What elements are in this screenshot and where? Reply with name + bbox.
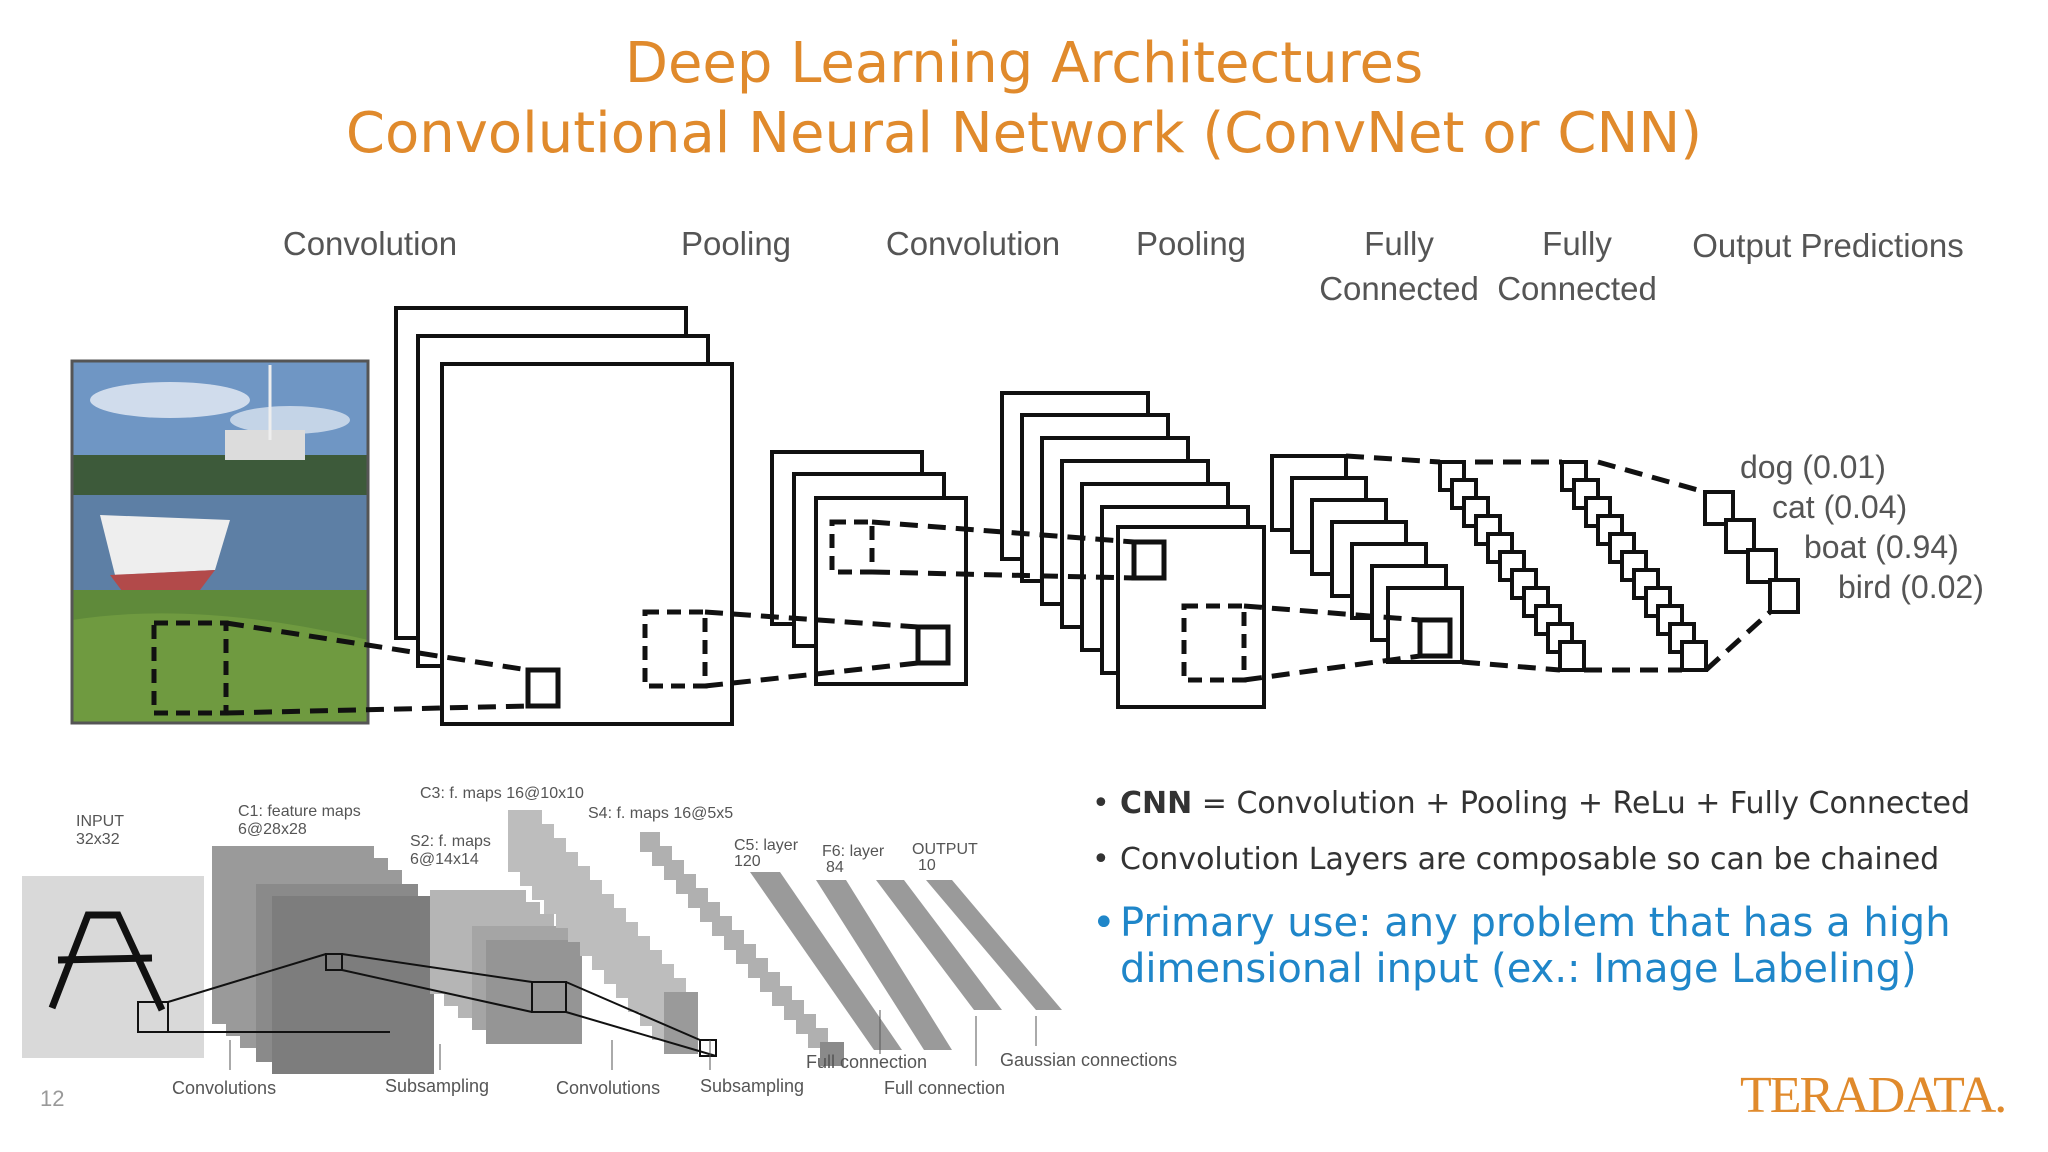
label-s4: S4: f. maps 16@5x5 [588,805,733,822]
stage-label-output-predictions: Output Predictions [1692,227,1963,264]
label-f6-size: 84 [826,859,844,876]
label-subsampling-2: Subsampling [700,1076,804,1096]
input-photo-boat [70,359,370,725]
conv2-map-7 [1116,525,1266,709]
bullet-bold-term: CNN [1120,786,1193,821]
label-output: OUTPUT [912,841,978,858]
stage-label-connected-1b: Connected [1319,270,1479,307]
lenet-diagram: INPUT 32x32 C1: feature maps 6@28x28 S2:… [22,785,1177,1098]
prediction-dog: dog (0.01) [1740,449,1886,485]
stage-label-convolution-1: Convolution [283,225,457,262]
label-full-connection-2: Full connection [884,1078,1005,1098]
label-c1: C1: feature maps [238,803,361,820]
label-subsampling-1: Subsampling [385,1076,489,1096]
stage-label-fully-1a: Fully [1364,225,1434,262]
bullet-dot: • [1092,786,1110,821]
bullet-primary-use: •Primary use: any problem that has a hig… [1092,900,1992,992]
stage-label-pooling-2: Pooling [1136,225,1246,262]
label-output-size: 10 [918,857,936,874]
prediction-boat: boat (0.94) [1804,529,1959,565]
stage-label-fully-2a: Fully [1542,225,1612,262]
label-gaussian-connections: Gaussian connections [1000,1050,1177,1070]
label-convolutions-2: Convolutions [556,1078,660,1098]
teradata-logo: TERADATA. [1740,1067,2007,1124]
bullet-composable: • Convolution Layers are composable so ca… [1092,842,1992,877]
label-c5: C5: layer [734,837,799,854]
stage-label-convolution-2: Convolution [886,225,1060,262]
label-c1-size: 6@28x28 [238,821,307,838]
label-full-connection-1: Full connection [806,1052,927,1072]
bullet-text: Primary use: any problem that has a high… [1120,900,1951,992]
bullet-dot: • [1092,842,1110,877]
title-line-1: Deep Learning Architectures [624,31,1424,96]
label-f6: F6: layer [822,843,885,860]
fully-connected-2 [1560,460,1708,672]
label-s2-size: 6@14x14 [410,851,479,868]
bullet-cnn-definition: • CNN = Convolution + Pooling + ReLu + Fu… [1092,786,1992,821]
bullet-text: = Convolution + Pooling + ReLu + Fully C… [1192,786,1971,821]
bullet-text: Convolution Layers are composable so can… [1120,842,1940,877]
stage-label-connected-2b: Connected [1497,270,1657,307]
label-convolutions-1: Convolutions [172,1078,276,1098]
title-line-2: Convolutional Neural Network (ConvNet or… [345,101,1703,166]
slide-number: 12 [40,1086,65,1111]
prediction-bird: bird (0.02) [1838,569,1984,605]
conv1-map-3 [440,362,734,726]
fully-connected-1 [1438,460,1586,672]
stage-label-pooling-1: Pooling [681,225,791,262]
label-input-size: 32x32 [76,831,120,848]
label-s2: S2: f. maps [410,833,491,850]
label-input: INPUT [76,813,124,830]
output-nodes [1703,490,1800,614]
bullet-dot: • [1092,900,1116,946]
label-c5-size: 120 [734,853,761,870]
prediction-cat: cat (0.04) [1772,489,1907,525]
label-c3: C3: f. maps 16@10x10 [420,785,584,802]
